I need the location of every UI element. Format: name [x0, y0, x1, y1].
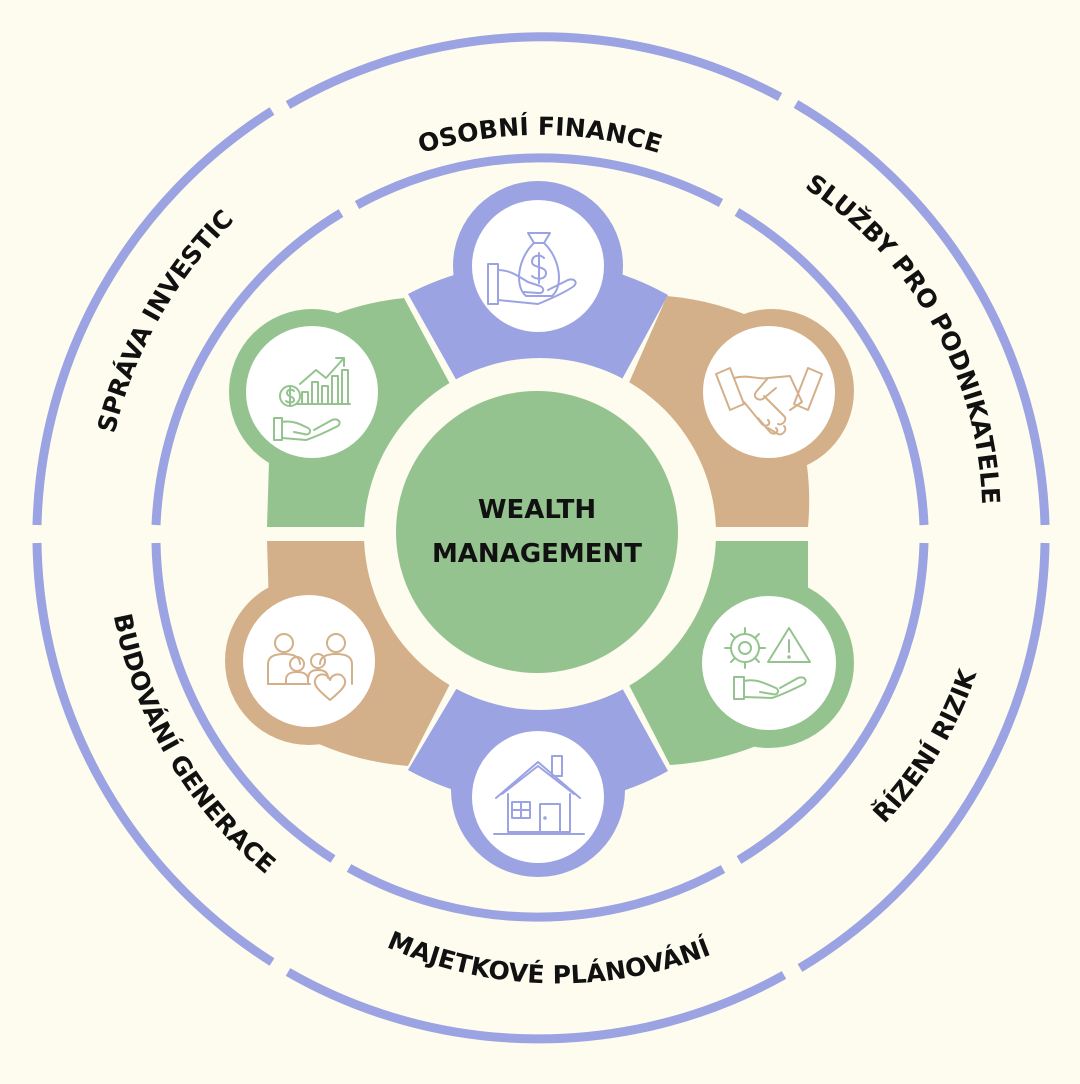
handshake-icon	[715, 367, 823, 436]
segment-upper-right	[628, 296, 854, 527]
center-hub: WEALTH MANAGEMENT	[364, 358, 716, 710]
icon-circle-bottom	[472, 731, 604, 863]
icon-circle-lower-left	[243, 595, 375, 727]
inner-ring	[151, 153, 929, 922]
outer-ring-segment	[793, 100, 1050, 526]
risk-gear-warning-icon	[724, 627, 811, 700]
label-osobni-finance: OSOBNÍ FINANCE	[415, 112, 666, 159]
center-title-line2: MANAGEMENT	[432, 539, 642, 569]
inner-ring-segment	[151, 542, 336, 863]
money-bag-hand-icon	[487, 232, 577, 305]
outer-ring-segment	[32, 107, 275, 526]
family-icon	[267, 633, 353, 701]
label-sprava-investic: SPRÁVA INVESTIC	[92, 204, 239, 435]
icon-circle-upper-right	[703, 326, 835, 458]
inner-ring-segment	[734, 208, 929, 526]
label-majetkove-planovani: MAJETKOVÉ PLÁNOVÁNÍ	[384, 926, 714, 990]
outer-ring-segment	[797, 542, 1050, 972]
inner-ring-segment	[354, 153, 724, 209]
inner-ring-segment	[151, 209, 344, 526]
outer-ring-segment	[32, 542, 275, 966]
investment-growth-icon	[273, 357, 351, 441]
outer-ring	[32, 32, 1050, 1044]
segment-lower-left	[225, 541, 450, 766]
center-title-line1: WEALTH	[478, 495, 596, 525]
center-circle	[396, 391, 678, 673]
outer-ring-segment	[285, 32, 783, 109]
segment-bottom	[408, 686, 668, 877]
inner-ring-segment	[736, 542, 929, 864]
house-icon	[493, 755, 585, 835]
outer-ring-segment	[285, 968, 787, 1044]
inner-ring-segment	[346, 864, 726, 922]
